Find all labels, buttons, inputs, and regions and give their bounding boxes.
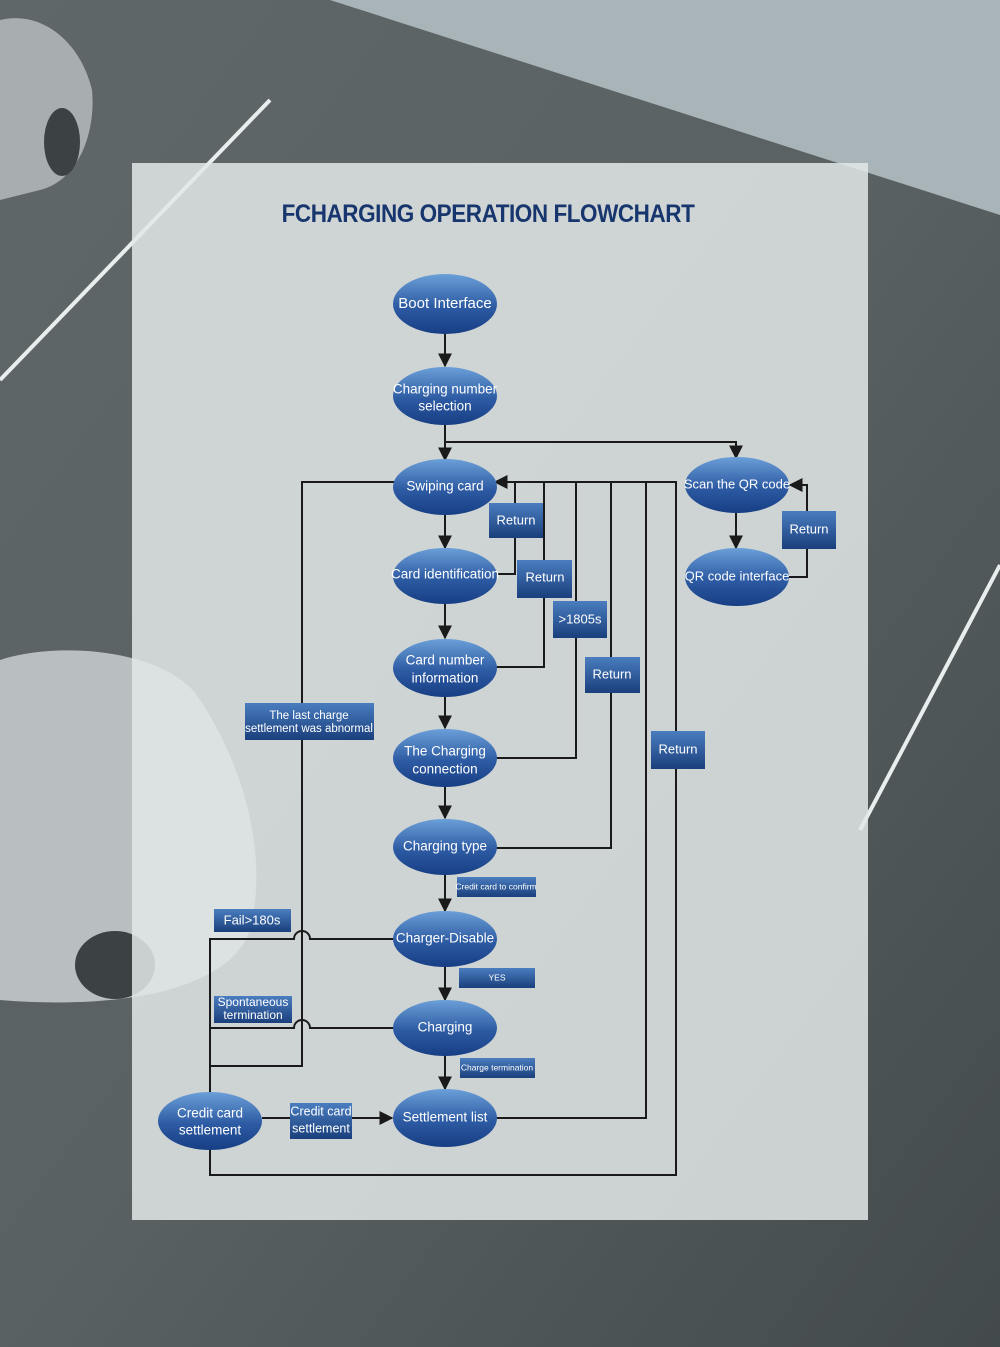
node-credit-card-text-2: settlement	[179, 1123, 242, 1138]
return-type	[494, 482, 612, 849]
node-charger-disable: Charger-Disable	[393, 911, 497, 967]
node-card-number-information: Card number information	[393, 639, 497, 697]
label-fail-180s-text: Fail>180s	[224, 912, 281, 927]
label-return-1-text: Return	[496, 512, 535, 527]
node-swiping-card: Swiping card	[393, 459, 497, 515]
label-spont-text-1: Spontaneous	[218, 995, 289, 1009]
node-charging-number-text-2: selection	[418, 399, 471, 414]
node-charging-connection-text-2: connection	[412, 762, 477, 777]
label-credit-card-confirm-text: Credit card to confirm	[455, 881, 536, 891]
node-charging-number-text-1: Charging number	[393, 382, 498, 397]
node-boot-interface-text: Boot Interface	[398, 295, 491, 312]
label-charge-termination-text: Charge termination	[461, 1062, 534, 1072]
node-card-identification: Card identification	[391, 548, 499, 604]
node-settlement-list: Settlement list	[393, 1089, 497, 1147]
label-abnormal-settlement: The last charge settlement was abnormal	[245, 703, 374, 740]
label-return-2-text: Return	[525, 569, 564, 584]
label-spont-text-2: termination	[223, 1008, 282, 1022]
node-swiping-card-text: Swiping card	[406, 479, 483, 494]
label-return-qr: Return	[782, 511, 836, 549]
label-return-2: Return	[517, 560, 572, 598]
label-return-3-text: Return	[592, 666, 631, 681]
node-card-number-text-1: Card number	[406, 653, 485, 668]
node-scan-qr-code: Scan the QR code	[684, 457, 790, 513]
node-charging-number-selection: Charging number selection	[393, 367, 498, 425]
label-1805s: >1805s	[553, 601, 607, 638]
label-return-4: Return	[651, 731, 705, 769]
label-abnormal-text-1: The last charge	[269, 710, 348, 722]
label-yes-text: YES	[488, 972, 505, 982]
node-charging-text: Charging	[418, 1020, 473, 1035]
label-yes: YES	[459, 968, 535, 988]
label-credit-card-settlement: Credit card settlement	[290, 1103, 352, 1139]
label-return-4-text: Return	[658, 741, 697, 756]
node-card-number-text-2: information	[412, 671, 479, 686]
node-card-identification-text: Card identification	[391, 567, 499, 582]
node-qr-code-interface-text: QR code interface	[685, 568, 790, 583]
node-qr-code-interface: QR code interface	[685, 548, 790, 606]
node-charging-type-text: Charging type	[403, 839, 487, 854]
label-return-3: Return	[585, 657, 640, 693]
node-credit-card-settlement: Credit card settlement	[158, 1092, 262, 1150]
label-credit-card-settlement-text-2: settlement	[292, 1121, 350, 1135]
node-charging: Charging	[393, 1000, 497, 1056]
return-info	[494, 482, 545, 668]
label-credit-card-confirm: Credit card to confirm	[455, 877, 537, 897]
node-credit-card-text-1: Credit card	[177, 1106, 243, 1121]
parking-line	[858, 564, 1000, 831]
node-charger-disable-text: Charger-Disable	[396, 931, 494, 946]
label-fail-180s: Fail>180s	[214, 909, 291, 932]
wall-area	[330, 0, 1000, 215]
fail-line	[209, 930, 396, 1092]
label-credit-card-settlement-text-1: Credit card	[290, 1104, 351, 1118]
flowchart-panel	[132, 163, 868, 1220]
node-boot-interface: Boot Interface	[393, 274, 497, 334]
return-conn	[494, 482, 577, 759]
connector-lines	[209, 332, 808, 1176]
arrow-to-qr	[445, 441, 743, 460]
car-top-left	[0, 18, 93, 200]
return-settle	[494, 482, 647, 1119]
node-charging-type: Charging type	[393, 819, 497, 875]
node-charging-connection: The Charging connection	[393, 729, 497, 787]
label-return-qr-text: Return	[789, 521, 828, 536]
label-return-1: Return	[489, 503, 543, 538]
spont-line	[210, 1019, 396, 1029]
node-scan-qr-code-text: Scan the QR code	[684, 476, 790, 491]
label-charge-termination: Charge termination	[460, 1058, 535, 1078]
label-1805s-text: >1805s	[558, 611, 602, 626]
node-charging-connection-text-1: The Charging	[404, 744, 486, 759]
page-title: FCHARGING OPERATION FLOWCHART	[281, 200, 695, 228]
node-settlement-list-text: Settlement list	[403, 1110, 488, 1125]
label-spontaneous-termination: Spontaneous termination	[214, 995, 292, 1023]
label-abnormal-text-2: settlement was abnormal	[245, 723, 373, 735]
